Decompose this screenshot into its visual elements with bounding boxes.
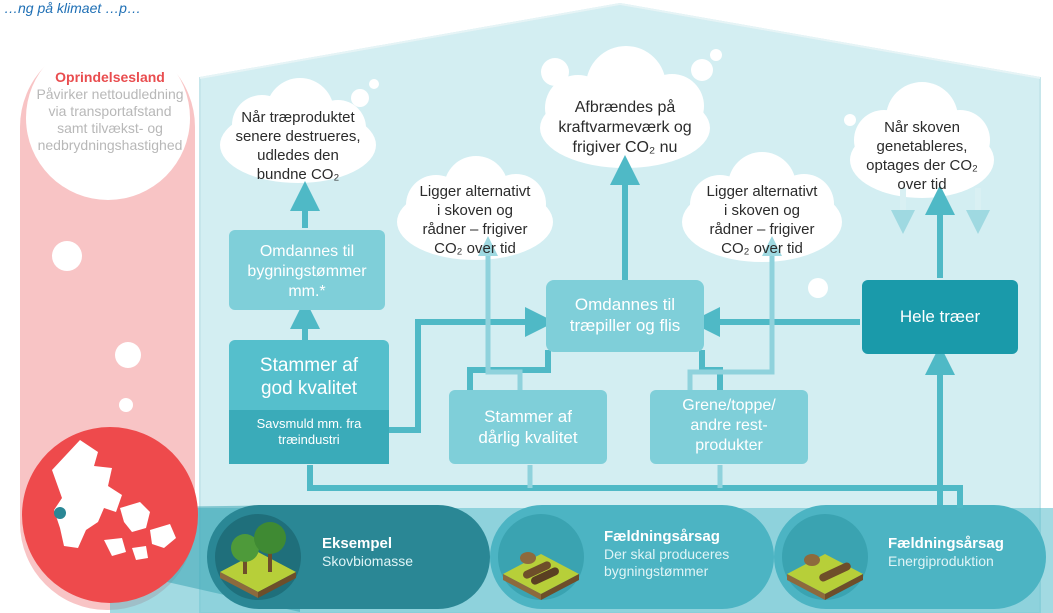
box-whole-trees-text: Hele træer: [862, 306, 1018, 327]
forest-tile-icon: [220, 522, 296, 598]
box-line: mm.*: [288, 283, 326, 300]
cloud-line: Afbrændes på: [574, 99, 676, 116]
origin-cloud-bubble: [26, 36, 190, 200]
box-line: træindustri: [278, 432, 340, 447]
cloud-line: CO₂ over tid: [434, 240, 516, 257]
box-line: Stammer af: [484, 407, 572, 426]
box-branches-text: Grene/toppe/ andre rest- produkter: [650, 396, 808, 456]
cloud-forest-shape: [844, 82, 994, 198]
cloud-line: kraftvarmeværk og: [558, 119, 692, 136]
box-line: Omdannes til: [574, 295, 676, 314]
origin-body-line: via transportafstand: [48, 103, 172, 119]
box-sawdust-text: Savsmuld mm. fra træindustri: [229, 416, 389, 448]
box-whole-trees: [862, 280, 1018, 354]
arrow-poor-to-rot: [478, 236, 523, 392]
log-stump-tile-icon: [787, 554, 863, 600]
box-line: Grene/toppe/: [682, 397, 776, 414]
cloud-line: Når skoven: [884, 119, 960, 136]
cloud-burned-shape: [540, 46, 722, 168]
pill-title: Fældningsårsag: [604, 528, 720, 545]
pill-body-line: Der skal produceres: [604, 546, 730, 562]
box-line: Hele træer: [899, 307, 981, 326]
cloud-line: frigiver CO₂ nu: [572, 139, 678, 156]
arrow-branches-to-rot: [687, 236, 782, 392]
cloud-destroyed-text: Når træproduktet senere destrueres, udle…: [226, 108, 370, 184]
box-line: dårlig kvalitet: [478, 428, 578, 447]
cloud-line: Ligger alternativt: [706, 183, 818, 200]
cloud-line: senere destrueres,: [235, 128, 361, 145]
pill-felling-building-text: Fældningsårsag Der skal produceres bygni…: [604, 527, 764, 580]
pill-example-text: Eksempel Skovbiomasse: [322, 534, 472, 570]
cloud-destroyed-shape: [220, 78, 379, 183]
box-line: Savsmuld mm. fra: [256, 416, 362, 431]
box-sawdust: [229, 410, 389, 464]
cloud-line: bundne CO₂: [256, 166, 340, 183]
cloud-forest-text: Når skoven genetableres, optages der CO₂…: [852, 118, 992, 194]
pill-felling-energy-text: Fældningsårsag Energiproduktion: [888, 534, 1038, 570]
arrow-sawdust-to-pellets: [388, 307, 555, 433]
cloud-line: Når træproduktet: [241, 109, 355, 126]
cloud-rot-right-shape: [682, 152, 842, 298]
box-line: god kvalitet: [260, 378, 358, 399]
cloud-line: rådner – frigiver: [422, 221, 528, 238]
box-line: andre rest-: [690, 417, 768, 434]
cloud-line: i skoven og: [724, 202, 800, 219]
box-line: bygningstømmer: [247, 263, 367, 280]
cloud-line: optages der CO₂: [866, 157, 978, 174]
cloud-line: i skoven og: [437, 202, 513, 219]
denmark-map-icon: [52, 440, 176, 560]
box-line: Stammer af: [259, 355, 359, 376]
box-pellets: [546, 280, 704, 352]
pill-body-line: bygningstømmer: [604, 563, 709, 579]
origin-body-line: Påvirker nettoudledning: [36, 86, 184, 102]
box-branches: [650, 390, 808, 464]
origin-body-line: nedbrydningshastighed: [37, 137, 183, 153]
cloud-rot-left-text: Ligger alternativt i skoven og rådner – …: [400, 182, 550, 258]
origin-body-line: samt tilvækst- og: [57, 120, 163, 136]
box-line: træpiller og flis: [569, 316, 681, 335]
cloud-rot-right-text: Ligger alternativt i skoven og rådner – …: [686, 182, 838, 258]
box-building-timber: [229, 230, 385, 310]
box-building-timber-text: Omdannes til bygningstømmer mm.*: [229, 242, 385, 302]
box-good-stems-text: Stammer af god kvalitet: [229, 354, 389, 400]
cloud-line: Ligger alternativt: [419, 183, 531, 200]
box-poor-stems: [449, 390, 607, 464]
box-line: produkter: [695, 437, 763, 454]
header-fragment: …ng på klimaet …p…: [4, 0, 141, 16]
cloud-burned-text: Afbrændes på kraftvarmeværk og frigiver …: [545, 98, 705, 158]
box-poor-stems-text: Stammer af dårlig kvalitet: [449, 406, 607, 448]
origin-title: Oprindelsesland: [55, 69, 165, 85]
pill-body-line: Skovbiomasse: [322, 553, 414, 569]
origin-body: Påvirker nettoudledning via transportafs…: [28, 86, 192, 154]
cloud-line: over tid: [897, 176, 947, 193]
pill-body-line: Energiproduktion: [888, 553, 994, 569]
origin-red-circle: [22, 427, 198, 603]
cloud-line: rådner – frigiver: [709, 221, 815, 238]
log-pile-tile-icon: [503, 552, 579, 600]
cloud-rot-left-shape: [397, 156, 553, 260]
cloud-line: CO₂ over tid: [721, 240, 803, 257]
pill-title: Fældningsårsag: [888, 535, 1004, 552]
cloud-line: udledes den: [257, 147, 339, 164]
box-line: Omdannes til: [259, 243, 355, 260]
box-pellets-text: Omdannes til træpiller og flis: [546, 294, 704, 336]
cloud-line: genetableres,: [876, 138, 968, 155]
pill-title: Eksempel: [322, 535, 393, 552]
